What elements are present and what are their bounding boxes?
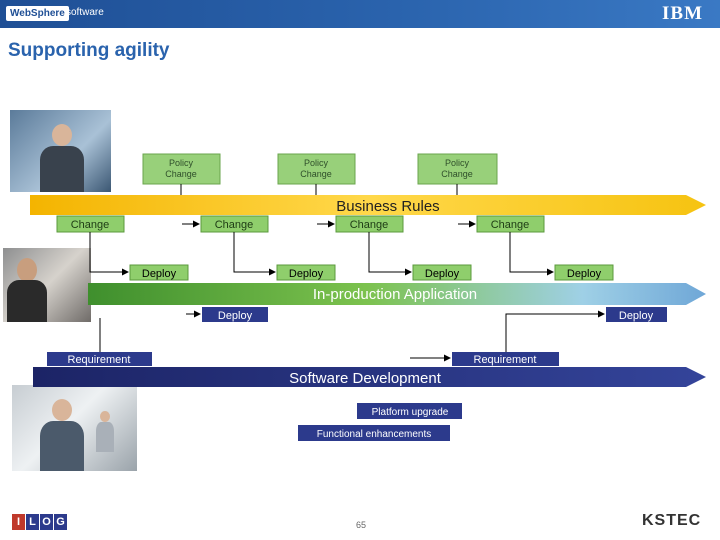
requirement-label: Requirement — [474, 354, 537, 366]
flow-connector — [368, 232, 412, 276]
change-box: Change — [200, 215, 269, 233]
ilog-letter: O — [40, 514, 53, 530]
requirement-label: Requirement — [68, 354, 131, 366]
software-development-lane-label: Software Development — [289, 370, 442, 387]
deploy-label: Deploy — [425, 268, 460, 280]
ilog-letter: G — [54, 514, 67, 530]
change-label: Change — [491, 219, 530, 231]
deploy-label: Deploy — [218, 310, 253, 322]
change-box: Change — [56, 215, 125, 233]
application-lane — [88, 283, 706, 305]
deploy-label: Deploy — [567, 268, 602, 280]
deploy-label: Deploy — [142, 268, 177, 280]
change-label: Change — [215, 219, 254, 231]
flow-connector — [505, 310, 605, 352]
deploy-box: Deploy — [129, 264, 189, 281]
division-label: software — [66, 7, 104, 18]
ilog-logo: I L O G — [12, 514, 67, 532]
ibm-logo: IBM — [662, 3, 703, 24]
background-person-head — [100, 411, 110, 422]
software-development-lane — [33, 367, 706, 387]
deploy-box: Deploy — [276, 264, 336, 281]
developer-user-photo — [12, 385, 137, 471]
deploy-label: Deploy — [619, 310, 654, 322]
application-lane-label: In-production Application — [313, 286, 477, 303]
requirement-box: Requirement — [452, 352, 559, 366]
header-bar: WebSphere software IBM — [0, 0, 720, 28]
flow-connector — [89, 232, 129, 276]
platform-upgrade-label: Platform upgrade — [372, 407, 449, 418]
deploy-box-navy: Deploy — [606, 307, 667, 322]
change-label: Change — [71, 219, 110, 231]
platform-upgrade-box: Platform upgrade — [357, 403, 462, 419]
person-body — [7, 280, 47, 322]
background-person-body — [96, 422, 114, 452]
ilog-letter: I — [12, 514, 25, 530]
flow-connector — [509, 232, 554, 276]
deploy-box-navy: Deploy — [202, 307, 268, 322]
websphere-logo: WebSphere — [6, 6, 69, 21]
flow-connector — [233, 232, 276, 276]
operations-user-photo — [3, 248, 91, 322]
change-box: Change — [476, 215, 545, 233]
change-label: Change — [350, 219, 389, 231]
person-body — [40, 146, 84, 192]
business-user-photo — [10, 110, 111, 192]
slide-title: Supporting agility — [8, 40, 170, 61]
business-rules-lane — [30, 195, 706, 215]
page-number: 65 — [356, 520, 367, 530]
requirement-box: Requirement — [47, 352, 152, 366]
person-head — [52, 399, 72, 421]
functional-enhancements-label: Functional enhancements — [317, 429, 432, 440]
person-body — [40, 421, 84, 471]
deploy-label: Deploy — [289, 268, 324, 280]
business-rules-lane-label: Business Rules — [336, 198, 439, 215]
deploy-box: Deploy — [412, 264, 472, 281]
deploy-box: Deploy — [554, 264, 614, 281]
kstec-logo: KSTEC — [642, 512, 702, 529]
functional-enhancements-box: Functional enhancements — [298, 425, 450, 441]
person-head — [17, 258, 37, 282]
person-head — [52, 124, 72, 146]
change-box: Change — [335, 215, 404, 233]
ilog-letter: L — [26, 514, 39, 530]
